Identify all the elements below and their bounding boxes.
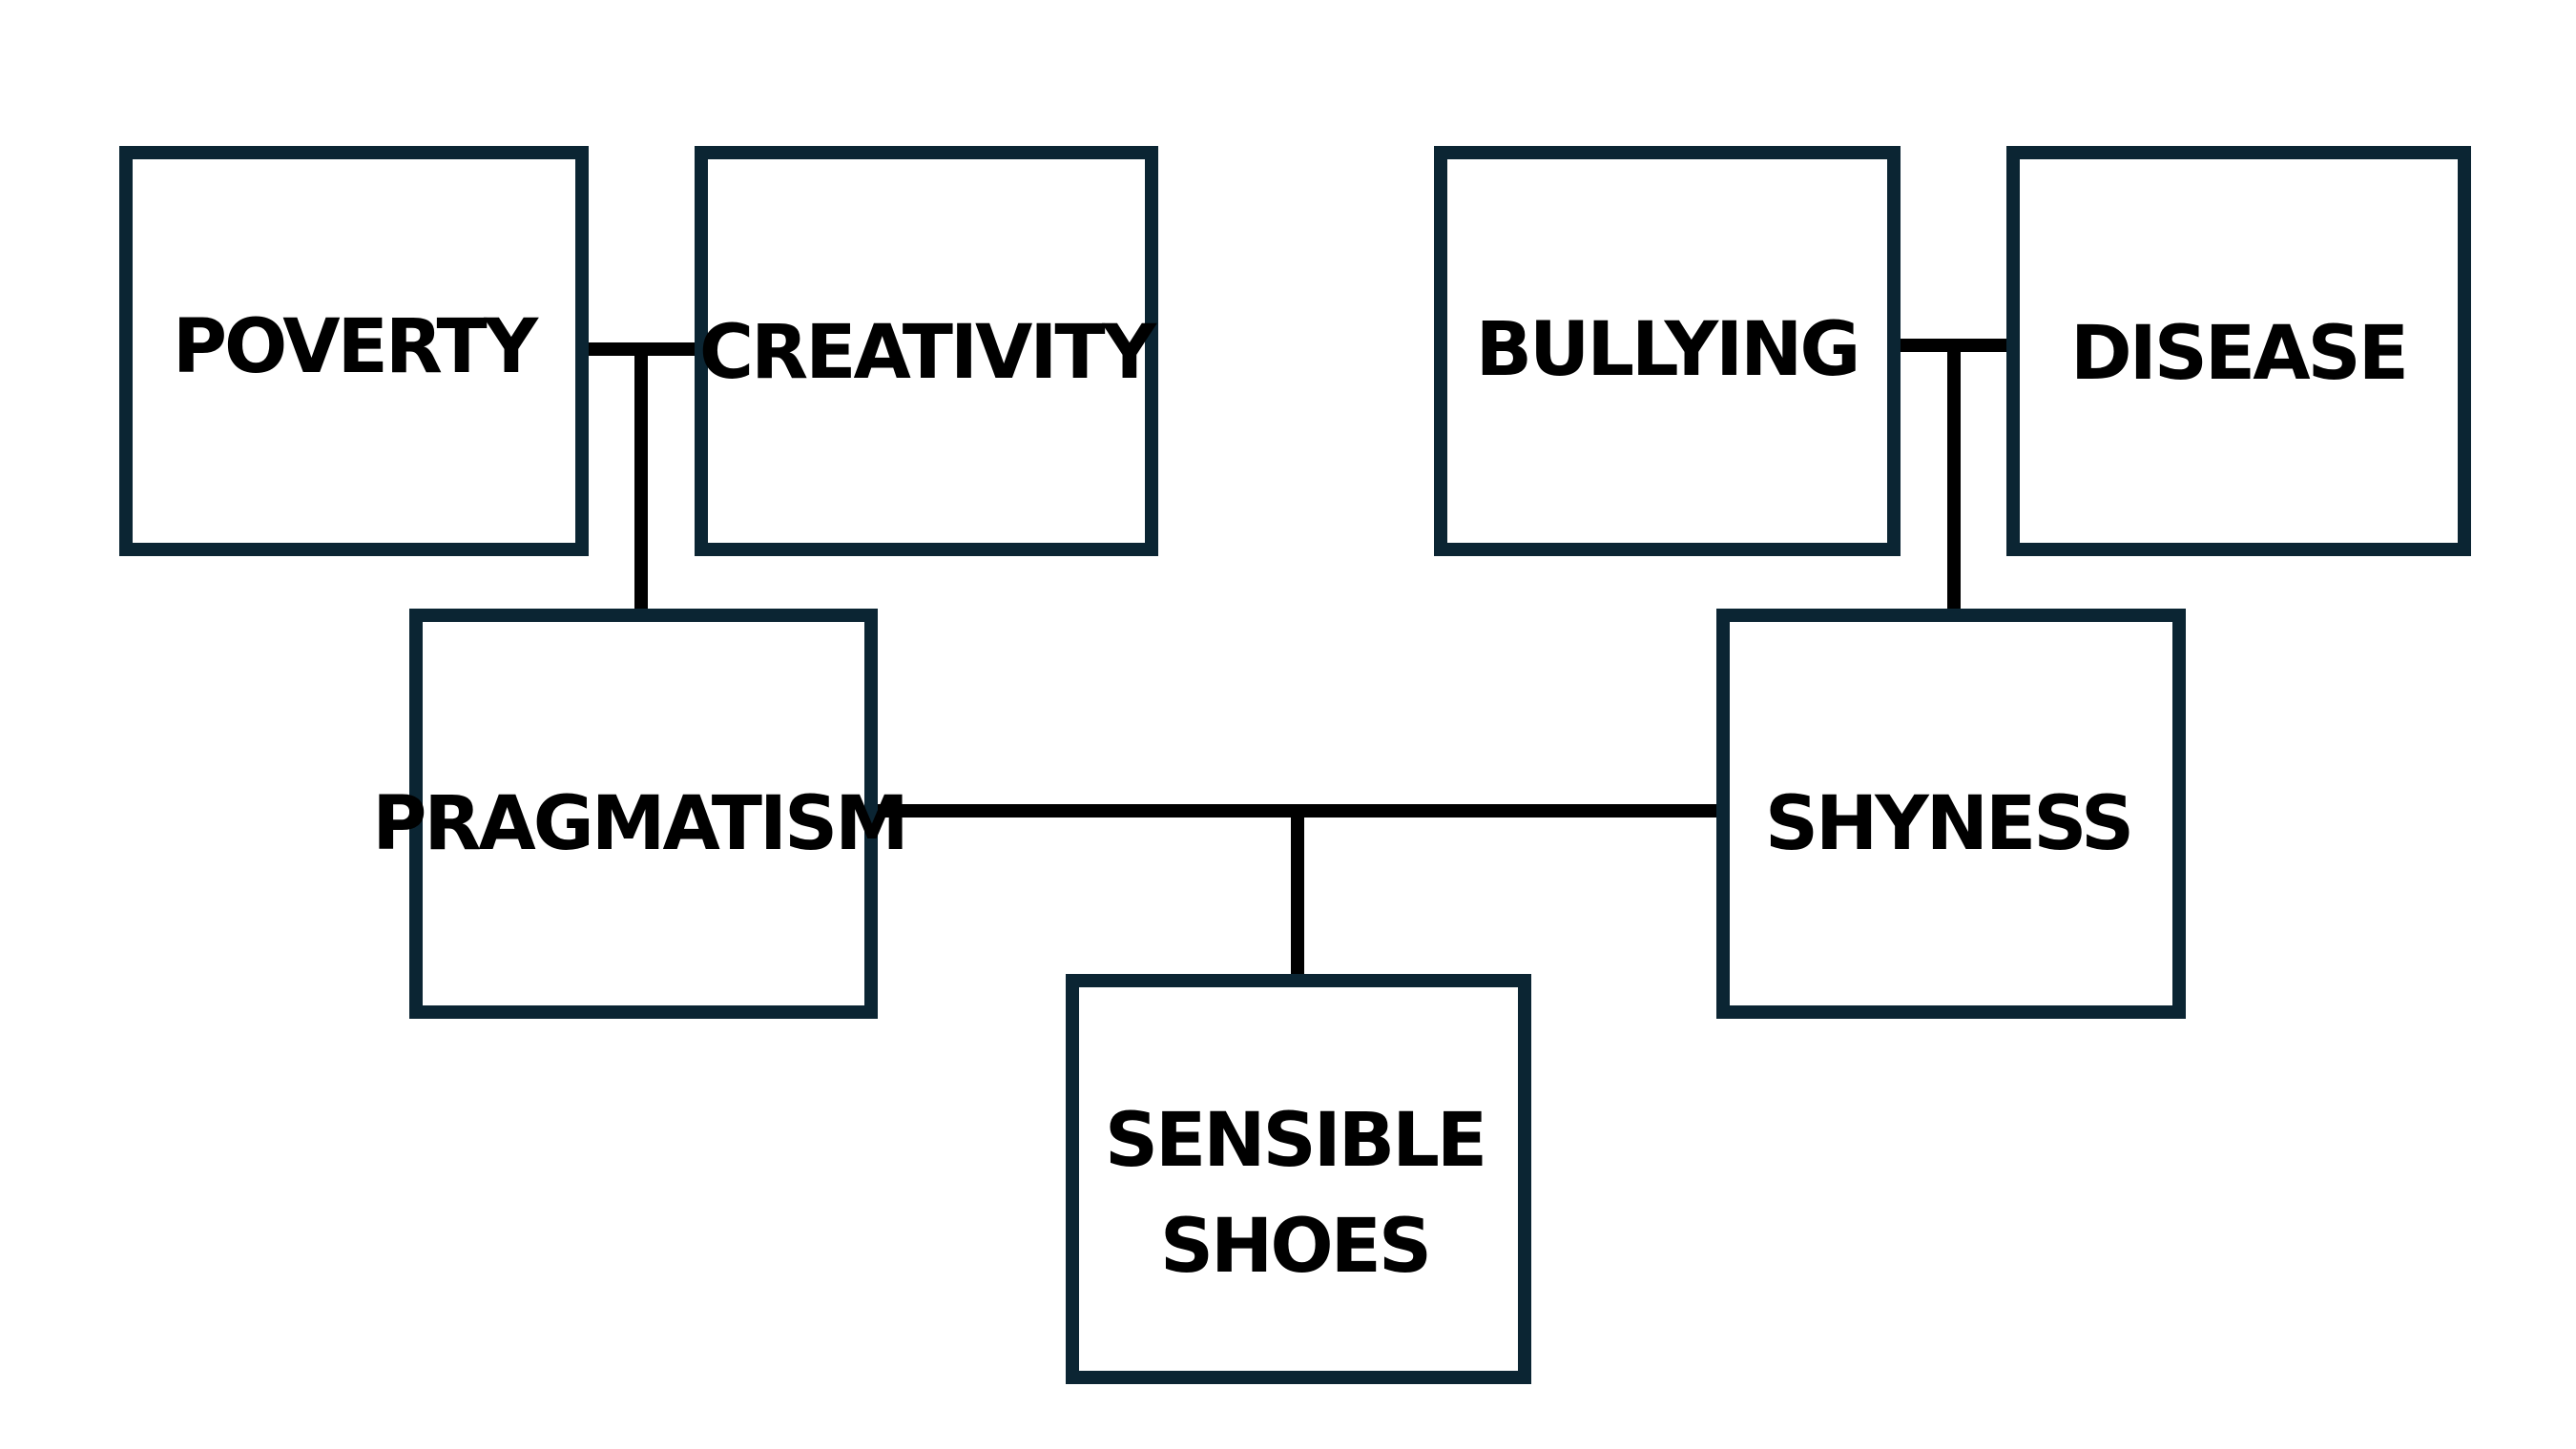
box-creativity	[695, 146, 1158, 556]
label-creativity: CREATIVITY	[699, 310, 1158, 396]
label-sensible-shoes-line1: SENSIBLE	[1105, 1098, 1485, 1184]
label-pragmatism: PRAGMATISM	[372, 781, 906, 867]
label-poverty: POVERTY	[173, 304, 540, 390]
label-disease: DISEASE	[2070, 311, 2406, 397]
box-disease	[2006, 146, 2471, 556]
connectors	[582, 339, 2013, 981]
boxes	[119, 146, 2471, 1384]
box-bullying	[1434, 146, 1901, 556]
box-shyness	[1716, 609, 2186, 1019]
box-poverty	[119, 146, 589, 556]
box-sensible-shoes	[1066, 974, 1531, 1384]
label-sensible-shoes-line2: SHOES	[1160, 1204, 1429, 1290]
label-bullying: BULLYING	[1476, 307, 1859, 393]
box-pragmatism	[409, 609, 878, 1019]
label-shyness: SHYNESS	[1765, 781, 2131, 867]
